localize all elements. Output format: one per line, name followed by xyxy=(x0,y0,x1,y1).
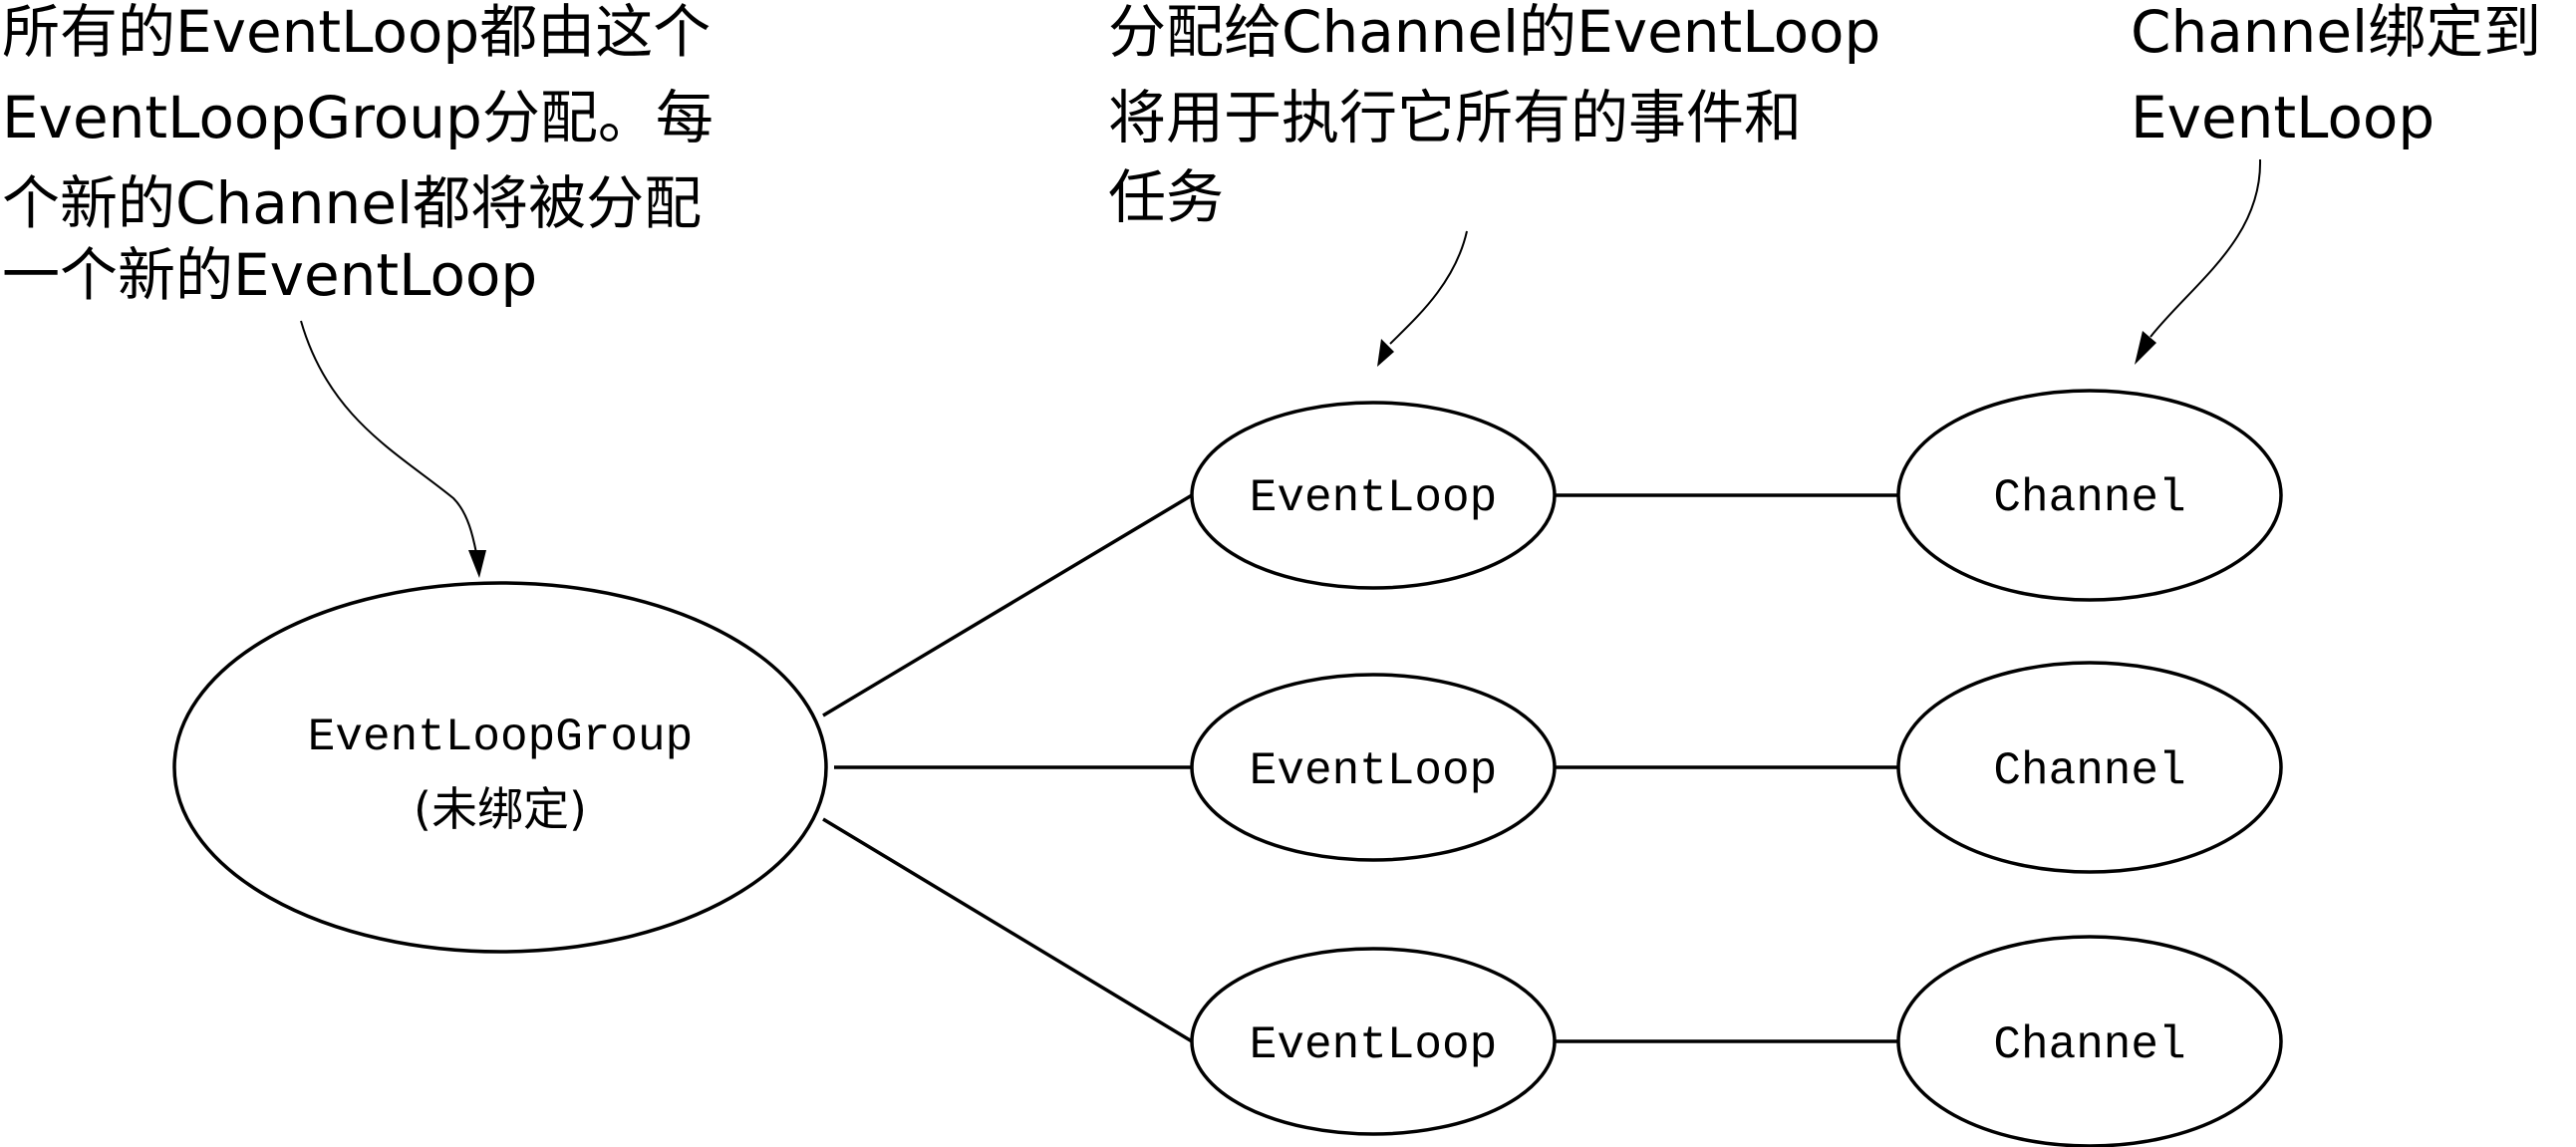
edge-group-loop-3 xyxy=(822,817,1193,1043)
event-loop-ellipse-3 xyxy=(1190,947,1557,1136)
bind-callout-curve xyxy=(2149,158,2262,338)
loop-annotation-line-3: 任务 xyxy=(1108,163,1224,231)
edge-group-loop-1 xyxy=(822,493,1193,717)
channel-node-1: Channel xyxy=(1896,389,2283,602)
group-callout-arrowhead xyxy=(468,550,486,578)
group-annotation-line-2: EventLoopGroup分配。每 xyxy=(2,84,714,151)
group-annotation-line-4: 一个新的EventLoop xyxy=(2,241,537,309)
event-loop-label-1: EventLoop xyxy=(1250,472,1497,524)
bind-annotation: Channel绑定到 EventLoop xyxy=(2131,0,2541,151)
channel-label-2: Channel xyxy=(1993,745,2185,797)
group-callout-arrow xyxy=(300,320,486,578)
bind-annotation-line-1: Channel绑定到 xyxy=(2131,0,2541,66)
group-annotation-line-1: 所有的EventLoop都由这个 xyxy=(2,0,711,66)
event-loop-group-sublabel: (未绑定) xyxy=(414,782,587,836)
channel-node-3: Channel xyxy=(1896,935,2283,1147)
loop-callout-curve xyxy=(1389,230,1468,345)
group-callout-curve xyxy=(300,320,477,554)
bind-callout-arrow xyxy=(2135,158,2262,365)
channel-label-3: Channel xyxy=(1993,1019,2185,1071)
channel-ellipse-3 xyxy=(1896,935,2283,1147)
loop-annotation: 分配给Channel的EventLoop 将用于执行它所有的事件和 任务 xyxy=(1108,0,1880,231)
bind-annotation-line-2: EventLoop xyxy=(2131,84,2434,151)
channel-label-1: Channel xyxy=(1993,472,2185,524)
event-loop-group-ellipse xyxy=(172,581,828,954)
event-loop-label-2: EventLoop xyxy=(1250,745,1497,797)
event-loop-node-3: EventLoop xyxy=(1190,947,1557,1136)
event-loop-node-1: EventLoop xyxy=(1190,401,1557,590)
event-loop-label-3: EventLoop xyxy=(1250,1019,1497,1071)
loop-annotation-line-1: 分配给Channel的EventLoop xyxy=(1108,0,1880,66)
loop-callout-arrowhead xyxy=(1377,339,1394,367)
loop-annotation-line-2: 将用于执行它所有的事件和 xyxy=(1108,84,1802,151)
event-loop-node-2: EventLoop xyxy=(1190,673,1557,862)
channel-node-2: Channel xyxy=(1896,661,2283,874)
event-loop-ellipse-1 xyxy=(1190,401,1557,590)
channel-ellipse-1 xyxy=(1896,389,2283,602)
channel-ellipse-2 xyxy=(1896,661,2283,874)
group-annotation: 所有的EventLoop都由这个 EventLoopGroup分配。每 个新的C… xyxy=(2,0,714,309)
loop-callout-arrow xyxy=(1377,230,1468,367)
event-loop-group-node: EventLoopGroup (未绑定) xyxy=(172,581,828,954)
group-to-loop-edges xyxy=(822,493,1193,1043)
bind-callout-arrowhead xyxy=(2135,331,2156,365)
loop-to-channel-edges xyxy=(1556,493,1900,1043)
event-loop-group-label: EventLoopGroup xyxy=(308,712,693,763)
event-loop-ellipse-2 xyxy=(1190,673,1557,862)
group-annotation-line-3: 个新的Channel都将被分配 xyxy=(2,169,702,237)
